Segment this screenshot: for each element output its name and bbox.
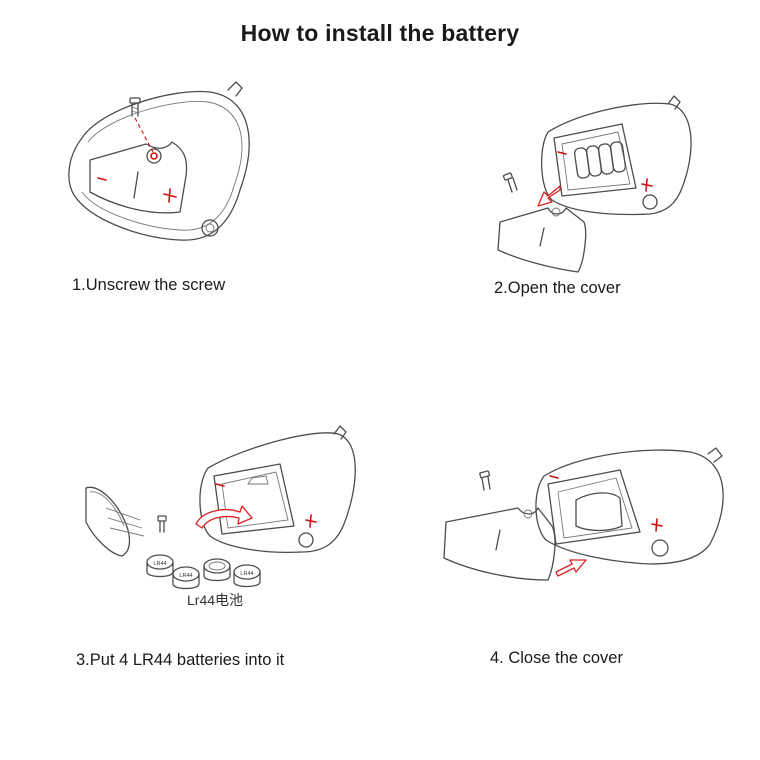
screw-icon	[129, 97, 141, 117]
step-4-illustration	[440, 436, 740, 606]
step-3-caption: 3.Put 4 LR44 batteries into it	[76, 651, 285, 669]
battery-print-label: LR44	[153, 561, 166, 567]
step-2-caption: 2.Open the cover	[494, 279, 621, 297]
battery-cover	[443, 507, 556, 581]
battery-type-label: Lr44电池	[187, 592, 244, 608]
screw-icon	[502, 172, 518, 193]
page-title: How to install the battery	[240, 20, 520, 46]
battery-icon: LR44	[146, 554, 174, 578]
battery-compartment	[213, 463, 295, 535]
step-1-illustration	[60, 80, 260, 250]
step-1-caption: 1.Unscrew the screw	[72, 276, 226, 294]
close-arrow	[555, 559, 587, 577]
minus-sign	[549, 475, 559, 479]
remote-back-shell	[540, 95, 692, 216]
insert-arrow	[195, 505, 253, 529]
remote-back-shell	[535, 447, 724, 565]
step-3-illustration: LR44 LR44 LR44	[76, 425, 366, 618]
battery-print-label: LR44	[179, 573, 192, 579]
battery-icon	[203, 558, 231, 582]
plus-sign	[163, 188, 177, 203]
removed-cover	[497, 207, 587, 273]
screw-icon	[479, 470, 491, 491]
minus-sign	[97, 177, 107, 181]
battery-compartment	[547, 469, 641, 545]
remove-arrow	[537, 185, 561, 207]
battery-print-label: LR44	[240, 571, 253, 577]
battery-cover-side	[85, 486, 145, 557]
battery-compartment	[553, 123, 637, 197]
screw-icon	[157, 515, 167, 533]
plus-sign	[305, 514, 317, 528]
step-4-caption: 4. Close the cover	[490, 649, 623, 667]
battery-icon: LR44	[233, 564, 261, 588]
minus-sign	[215, 483, 225, 487]
remote-back-shell	[68, 81, 250, 241]
minus-sign	[557, 151, 567, 155]
battery-icon: LR44	[172, 566, 200, 590]
plus-sign	[651, 518, 663, 532]
battery-cover	[89, 141, 188, 214]
plus-sign	[641, 178, 653, 192]
remote-back-shell	[199, 425, 356, 554]
step-2-illustration	[490, 92, 700, 282]
